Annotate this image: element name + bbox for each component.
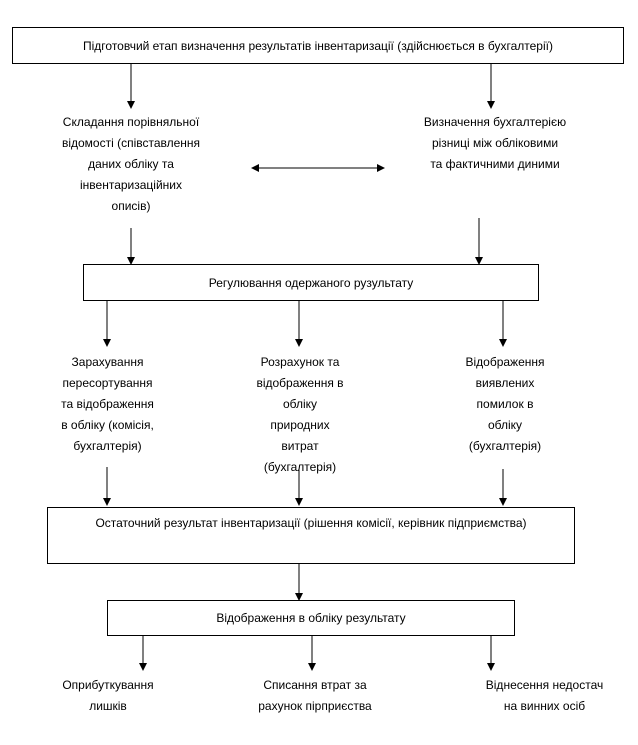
box-preparatory-stage-label: Підготовчий етап визначення результатів …	[83, 38, 553, 53]
node-guilty: Віднесення недостач на винних осіб	[485, 678, 604, 713]
node-comparison-sheet: Складання порівняльної відомості (співст…	[61, 115, 201, 213]
box-record-result-label: Відображення в обліку результату	[216, 611, 406, 625]
node-write-off: Списання втрат за рахунок пірприєства	[258, 678, 372, 713]
box-final-result-label: Остаточний результат інвентаризації (ріш…	[95, 516, 527, 530]
node-errors: Відображення виявлених помилок в обліку …	[465, 355, 545, 453]
box-regulation-label: Регулювання одержаного рузультату	[208, 275, 414, 290]
node-natural-loss: Розрахунок та відображення в обліку прир…	[256, 355, 344, 474]
node-accounting-difference: Визначення бухгалтерією різниці між облі…	[423, 115, 567, 171]
node-resorting: Зарахування пересортування та відображен…	[61, 355, 154, 453]
box-preparatory-stage: Підготовчий етап визначення результатів …	[12, 27, 624, 64]
box-record-result: Відображення в обліку результату	[107, 600, 515, 636]
box-final-result: Остаточний результат інвентаризації (ріш…	[47, 507, 575, 564]
box-regulation: Регулювання одержаного рузультату	[83, 264, 539, 301]
node-surplus: Оприбуткування лишків	[62, 678, 154, 713]
